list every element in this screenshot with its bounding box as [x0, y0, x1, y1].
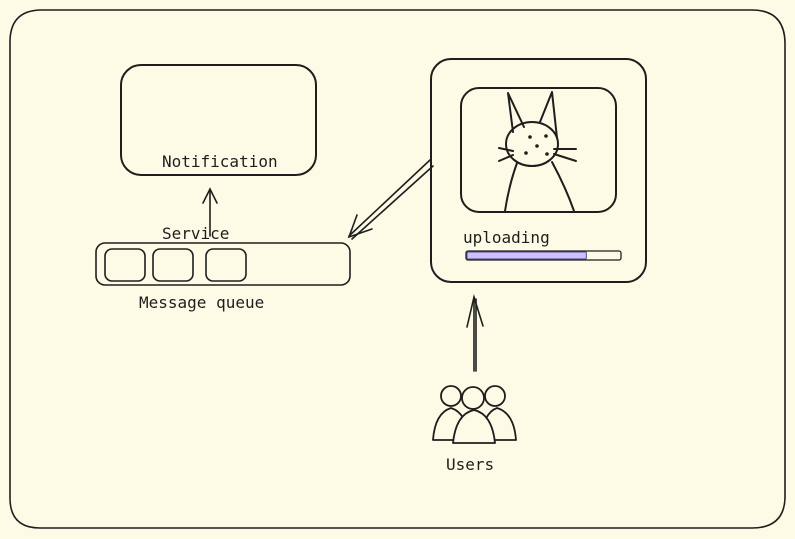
queue-slot	[205, 248, 247, 282]
message-queue-label: Message queue	[139, 293, 265, 312]
progress-fill	[466, 251, 587, 260]
notification-service-line2: Service	[162, 224, 230, 243]
outer-frame	[9, 9, 786, 529]
cat-face-dots	[524, 134, 549, 156]
users-icon	[432, 385, 517, 444]
image-preview-frame	[460, 87, 617, 213]
notification-service-line1: Notification	[162, 152, 278, 171]
queue-slot	[104, 248, 146, 282]
queue-slot	[152, 248, 194, 282]
users-label: Users	[446, 455, 495, 474]
message-queue-bar[interactable]	[95, 242, 351, 286]
notification-service-title: Notification Service	[162, 102, 278, 270]
upload-status-label: uploading	[463, 228, 550, 247]
cat-icon	[498, 91, 577, 212]
upload-card[interactable]	[430, 58, 647, 283]
notification-service-box[interactable]	[120, 64, 317, 176]
arrow-upload-to-queue	[347, 159, 434, 240]
arrow-queue-to-service	[202, 187, 218, 237]
arrow-users-to-upload	[466, 293, 484, 372]
